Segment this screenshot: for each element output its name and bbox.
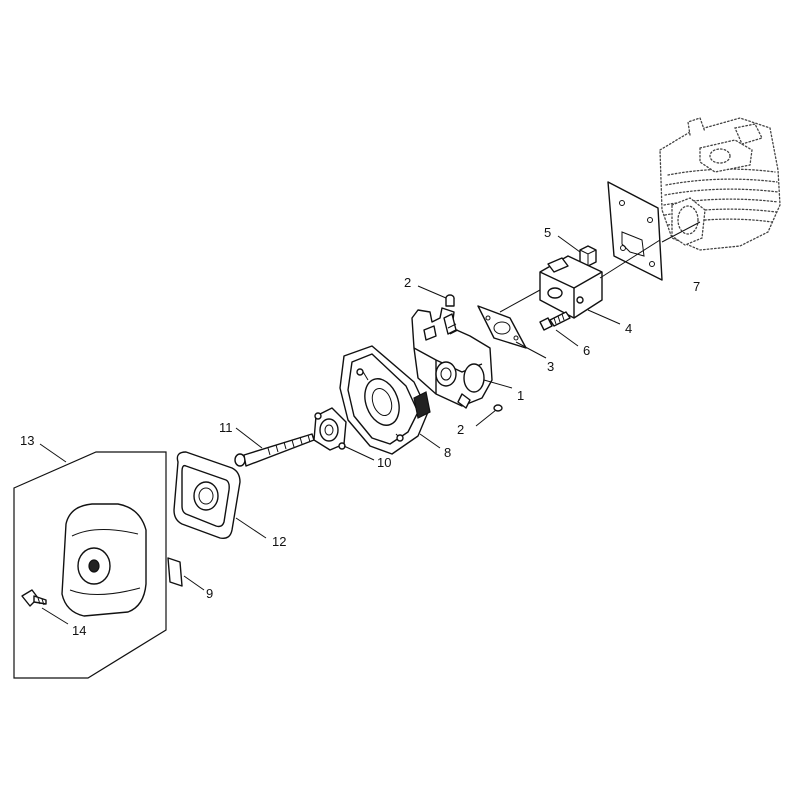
insulator-part-4 bbox=[539, 255, 603, 319]
callout-2-bottom: 2 bbox=[457, 422, 464, 437]
carburetor-part-1 bbox=[411, 307, 493, 409]
long-bolt-part-11 bbox=[234, 433, 315, 467]
callout-3: 3 bbox=[547, 359, 554, 374]
screw-bottom-part-2 bbox=[493, 404, 503, 412]
assembly-axis-line-2 bbox=[599, 239, 661, 279]
choke-plate-part-10 bbox=[313, 407, 347, 451]
screw-top-part-2 bbox=[445, 294, 455, 307]
callout-8: 8 bbox=[444, 445, 451, 460]
callout-12: 12 bbox=[272, 534, 286, 549]
callout-13: 13 bbox=[20, 433, 34, 448]
callout-6: 6 bbox=[583, 343, 590, 358]
callout-5: 5 bbox=[544, 225, 551, 240]
cylinder-reference bbox=[659, 117, 781, 251]
air-cleaner-cover-part-13 bbox=[61, 503, 147, 617]
callout-9: 9 bbox=[206, 586, 213, 601]
callout-2-top: 2 bbox=[404, 275, 411, 290]
callout-10: 10 bbox=[377, 455, 391, 470]
label-part-9 bbox=[167, 557, 183, 587]
filter-element-part-12 bbox=[173, 451, 241, 540]
cover-box-part-13 bbox=[13, 451, 167, 679]
assembly-axis-line bbox=[499, 289, 541, 313]
callout-11: 11 bbox=[219, 420, 233, 435]
callout-1: 1 bbox=[517, 388, 524, 403]
callout-4: 4 bbox=[625, 321, 632, 336]
gasket-small-part-3 bbox=[477, 305, 527, 349]
gasket-large-part-7 bbox=[607, 181, 663, 281]
wing-nut-part-14 bbox=[21, 589, 47, 607]
callout-7: 7 bbox=[693, 279, 700, 294]
leader-lines bbox=[39, 235, 621, 625]
callout-14: 14 bbox=[72, 623, 86, 638]
filter-base-part-8 bbox=[339, 345, 431, 455]
bolt-part-6 bbox=[539, 311, 571, 331]
